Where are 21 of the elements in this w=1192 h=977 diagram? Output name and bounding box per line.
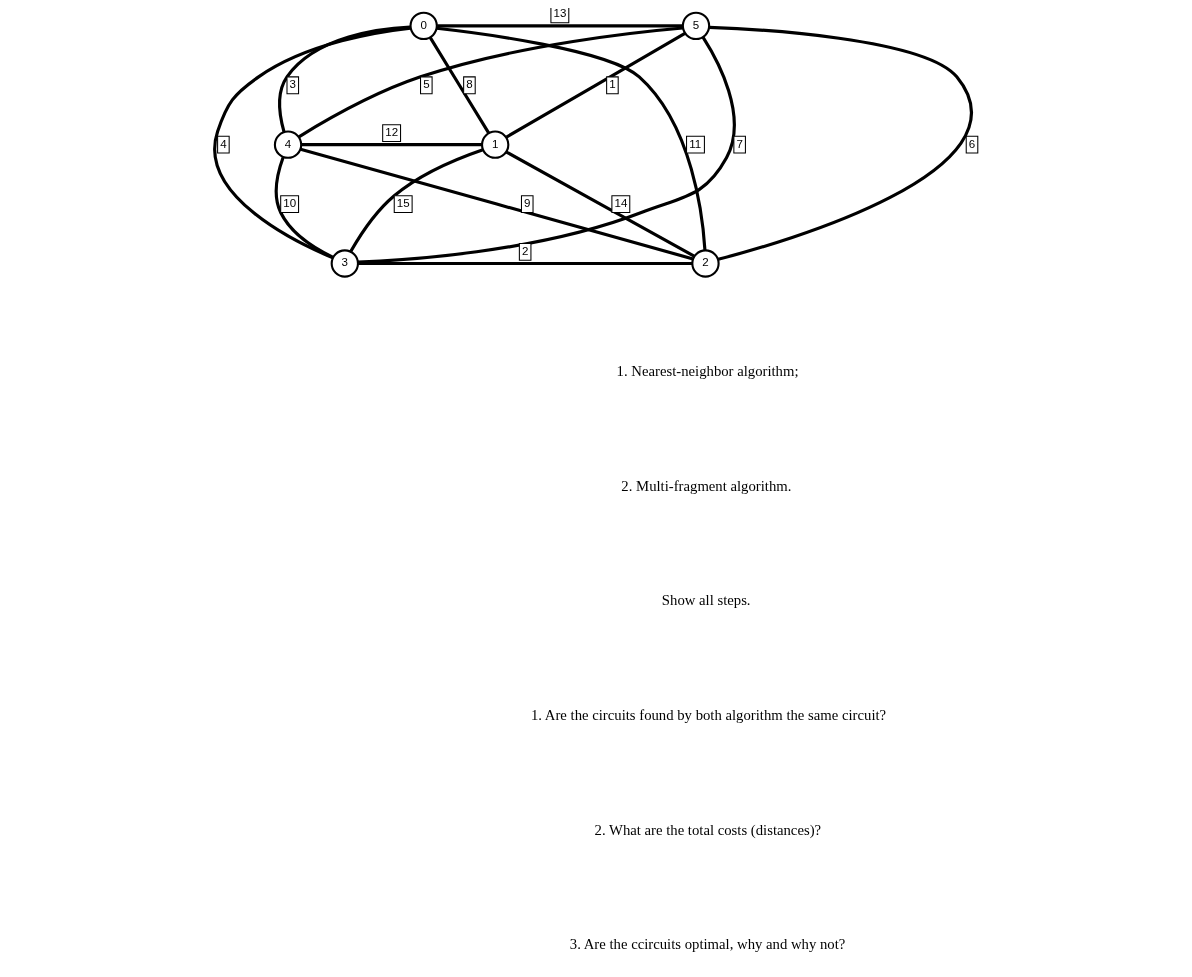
edge-label: 8 [466,78,473,91]
label: 2. What are the total costs (distances)? [594,821,822,838]
label: 1. Are the circuits found by both algorithm the same circuit? [530,707,887,724]
edge-label: 5 [423,78,430,91]
label: 1. Nearest-neighbor algorithm; [616,363,799,380]
edge-label: 6 [968,137,976,150]
edge-label: 3 [289,78,297,91]
edge-label: 2 [521,244,529,257]
edge-label: 1 [609,78,616,91]
label: Show all steps. [661,592,751,609]
edge-label: 14 [614,197,628,210]
edge-label: 11 [689,137,702,150]
edge-label: 10 [283,197,297,210]
edge-label: 9 [524,197,531,210]
edge-label: 7 [736,137,743,150]
label: 3. Are the ccircuits optimal, why and why not? [569,936,846,953]
edge-label: 13 [553,7,567,20]
edge-label: 15 [396,197,410,210]
edge-label: 4 [220,137,227,150]
edge-label: 12 [385,126,399,139]
label: 2. Multi-fragment algorithm. [621,477,792,494]
